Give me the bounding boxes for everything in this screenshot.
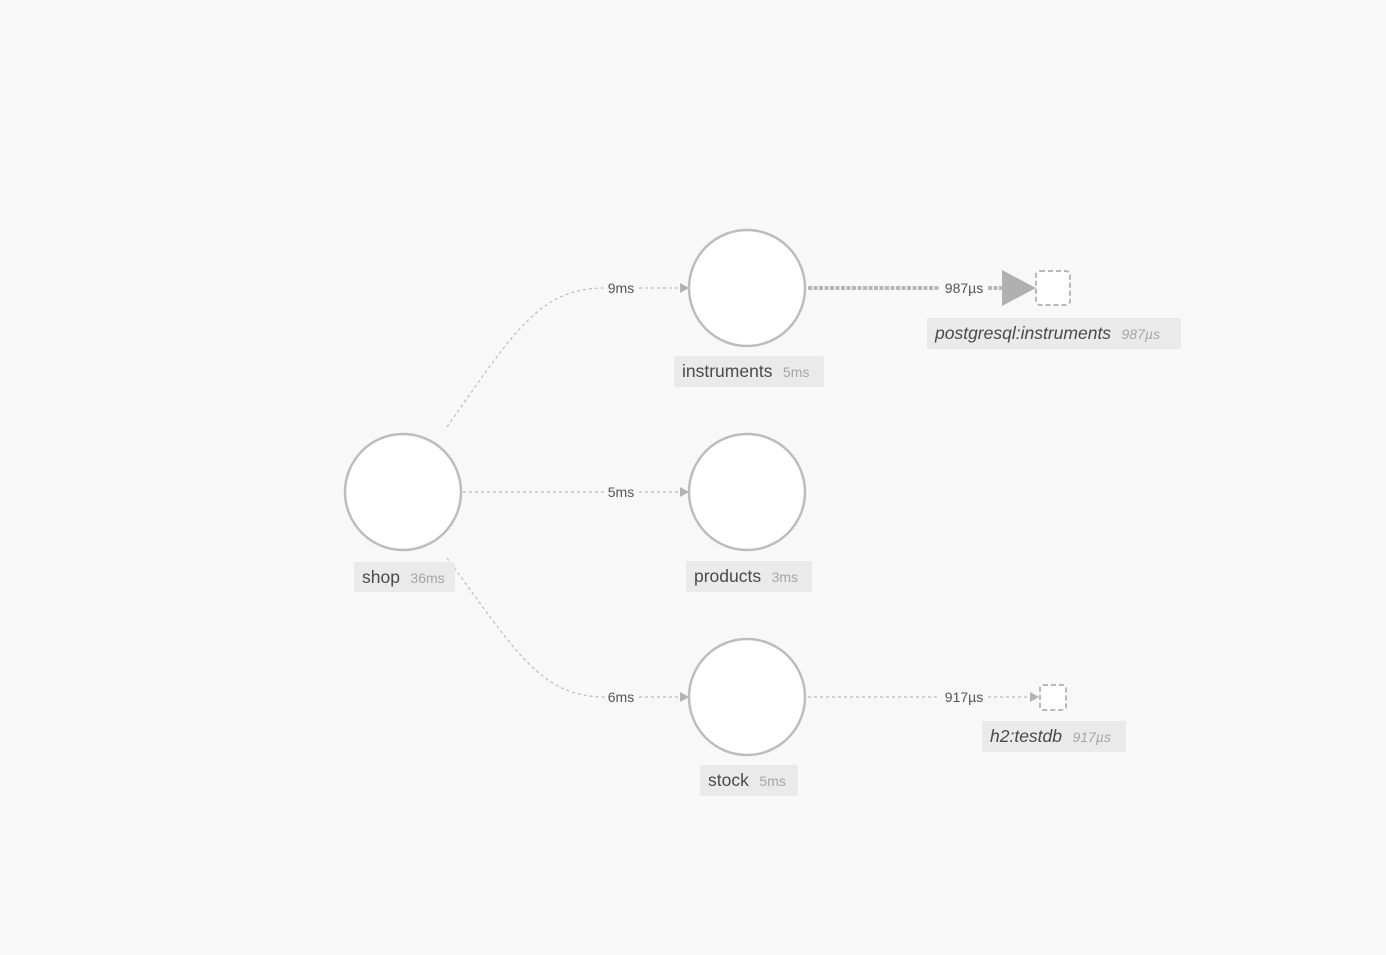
- service-time: 5ms: [783, 364, 809, 380]
- service-node-stock[interactable]: stock 5ms: [687, 637, 807, 796]
- database-node-h2[interactable]: h2:testdb 917µs: [982, 684, 1126, 752]
- service-label: shop 36ms: [362, 567, 445, 587]
- database-node-postgres[interactable]: postgresql:instruments 987µs: [927, 270, 1181, 349]
- label-background: [927, 318, 1181, 349]
- service-label: instruments 5ms: [682, 361, 809, 381]
- database-icon[interactable]: [1039, 684, 1067, 711]
- service-circle[interactable]: [343, 432, 463, 552]
- service-name: stock: [708, 770, 749, 790]
- label-background: [674, 356, 824, 387]
- edge-label-shop-products: 5ms: [608, 484, 634, 500]
- service-circle[interactable]: [687, 432, 807, 552]
- service-node-instruments[interactable]: instruments 5ms: [674, 228, 824, 387]
- arrow-head-icon: [680, 487, 689, 497]
- edge-label-stock-h2: 917µs: [945, 689, 983, 705]
- database-name: postgresql:instruments: [934, 323, 1111, 343]
- label-background: [982, 721, 1126, 752]
- edge-label-instruments-postgres: 987µs: [945, 280, 983, 296]
- edge-label-shop-stock: 6ms: [608, 689, 634, 705]
- edge-label-shop-instruments: 9ms: [608, 280, 634, 296]
- database-time: 987µs: [1122, 326, 1160, 342]
- service-label: stock 5ms: [708, 770, 786, 790]
- service-circle[interactable]: [687, 637, 807, 757]
- arrow-head-icon: [680, 692, 689, 702]
- service-circle[interactable]: [687, 228, 807, 348]
- database-label: postgresql:instruments 987µs: [934, 323, 1160, 343]
- service-label: products 3ms: [694, 566, 798, 586]
- service-node-products[interactable]: products 3ms: [686, 432, 812, 592]
- label-background: [686, 561, 812, 592]
- service-name: products: [694, 566, 761, 586]
- label-background: [700, 765, 798, 796]
- edges: 9ms 5ms 6ms 987µs 917µs: [446, 270, 1039, 705]
- database-icon[interactable]: [1035, 270, 1071, 306]
- database-time: 917µs: [1072, 729, 1110, 745]
- service-time: 3ms: [772, 569, 798, 585]
- service-node-shop[interactable]: shop 36ms: [343, 432, 463, 592]
- arrow-head-large-icon: [1002, 270, 1036, 306]
- service-time: 36ms: [410, 570, 444, 586]
- edge-shop-instruments[interactable]: [446, 287, 606, 428]
- arrow-head-icon: [680, 283, 689, 293]
- service-name: shop: [362, 567, 400, 587]
- arrow-head-icon: [1030, 692, 1039, 702]
- database-name: h2:testdb: [990, 726, 1062, 746]
- edge-shop-stock[interactable]: [446, 557, 606, 698]
- database-label: h2:testdb 917µs: [990, 726, 1111, 746]
- service-time: 5ms: [759, 773, 785, 789]
- service-name: instruments: [682, 361, 773, 381]
- label-background: [354, 562, 455, 592]
